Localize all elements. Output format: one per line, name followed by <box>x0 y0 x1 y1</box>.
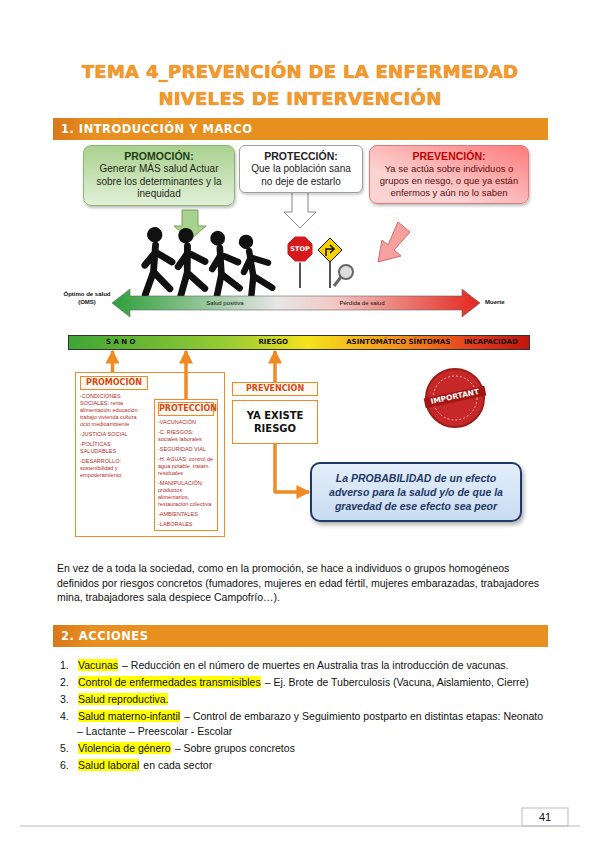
highlighted-term: Salud reproductiva. <box>78 693 168 705</box>
node-heading: 1. INTRODUCCIÓN Y MARCO <box>53 118 548 140</box>
node-text: -C. RIESGOS: sociales laborales <box>158 429 214 443</box>
node-text: RIESGO <box>258 338 288 347</box>
node-text: -DESARROLLO: sostenibilidad y empoderami… <box>80 458 148 479</box>
node-heading: S A N O <box>106 338 136 347</box>
node-heading: PROMOCIÓN: <box>89 150 229 163</box>
highlighted-term: Salud materno-infantil <box>78 710 180 722</box>
node-text: -VACUNACIÓN <box>158 419 214 426</box>
magnifier <box>334 265 353 286</box>
arrow-label: Pérdida de salud <box>320 299 404 307</box>
list-text: – Ej. Brote de Tuberculosis (Vacuna, Ais… <box>265 676 529 688</box>
node-text: INCAPACIDAD <box>464 338 518 347</box>
list-item: 2. Control de enfermedades transmisibles–… <box>60 675 548 690</box>
axis-label: Muerte <box>485 299 525 307</box>
axis-label: Óptimo de salud (OMS) <box>60 291 114 306</box>
arrow-label: Salud positiva <box>185 299 265 307</box>
node-heading: PREVENCIÓN: <box>375 150 523 163</box>
highlighted-term: Salud laboral <box>78 759 139 771</box>
list-item: 6. Salud laboral en cada sector <box>60 758 548 773</box>
page-number-box <box>522 808 568 826</box>
block-arrow <box>378 222 410 262</box>
node-text: ASINTOMÁTICO <box>346 338 406 347</box>
list-item: 3. Salud reproductiva. <box>60 692 548 707</box>
warning-sign <box>318 238 342 288</box>
highlighted-term: Violencia de género <box>78 742 171 754</box>
node-heading: PROTECCIÓN: <box>245 150 357 163</box>
list-number: 6. <box>60 758 74 773</box>
node-text: -MANIPULACIÓN: productos alimentarios, r… <box>158 480 214 508</box>
risk-definition-box: La PROBABILIDAD de un efecto adverso par… <box>310 462 522 522</box>
highlighted-term: Control de enfermedades transmisibles <box>78 676 261 688</box>
node-text: -LABORALES <box>158 521 214 528</box>
section-bar: 2. ACCIONES <box>53 625 548 647</box>
sign-text: STOP <box>287 245 313 253</box>
node-text: -AMBIENTALES <box>158 511 214 518</box>
node-heading: 2. ACCIONES <box>53 625 548 647</box>
node-text: -H. AGUAS: control de agua potable, trat… <box>158 456 214 477</box>
list-number: 2. <box>60 675 74 690</box>
list-item: 4.Salud materno-infantil– Control de emb… <box>60 709 548 739</box>
section-bar: 1. INTRODUCCIÓN Y MARCO <box>53 118 548 140</box>
flow-arrow <box>273 351 277 382</box>
promotion-panel: PROMOCIÓN -CONDICIONES SOCIALES: renta al… <box>75 372 225 537</box>
list-item: 1. Vacunas – Reducción en el número de mue… <box>60 658 548 673</box>
promotion-box: PROMOCIÓN:Generar MÁS salud Actuar sobre… <box>83 145 235 206</box>
flow-arrow <box>275 444 309 492</box>
list-text: – Sobre grupos concretos <box>175 742 295 754</box>
node-heading: PREVENCIÓN <box>232 382 318 396</box>
node-text: -SEGURIDAD VIAL <box>158 446 214 453</box>
prevention-panel: PREVENCIÓN YA EXISTE RIESGO <box>232 382 318 444</box>
paragraph: En vez de a toda la sociedad, como en la… <box>57 561 547 605</box>
node-text: Ya se actúa sobre individuos o grupos en… <box>375 163 523 199</box>
list-text: en cada sector <box>143 759 212 771</box>
highlighted-term: Vacunas <box>78 659 118 671</box>
health-stage-band: S A N O RIESGO ASINTOMÁTICOSÍNTOMAS INCAPAC… <box>68 335 530 350</box>
flow-arrow <box>184 351 188 399</box>
node-text: SÍNTOMAS <box>409 338 451 347</box>
node-heading: PROMOCIÓN <box>80 376 148 390</box>
walking-people <box>130 225 280 299</box>
list-number: 1. <box>60 658 74 673</box>
node-heading: PROTECCIÓN <box>158 402 214 416</box>
list-number: 3. <box>60 692 74 707</box>
page-number: 41 <box>522 810 568 824</box>
page-title: TEMA 4_PREVENCIÓN DE LA ENFERMEDAD NIVEL… <box>80 58 520 112</box>
protection-box: PROTECCIÓN:Que la población sana no deje… <box>239 145 363 193</box>
node-text: Que la población sana no deje de estarlo <box>245 163 357 188</box>
node-text: YA EXISTE RIESGO <box>232 400 318 444</box>
node-text: -CONDICIONES SOCIALES: renta alimentació… <box>80 393 148 428</box>
list-number: 5. <box>60 741 74 756</box>
list-item: 5. Violencia de género – Sobre grupos conc… <box>60 741 548 756</box>
list-number: 4. <box>60 709 74 724</box>
action-list: 1. Vacunas – Reducción en el número de mue… <box>60 658 548 775</box>
node-text: Generar MÁS salud Actuar sobre los deter… <box>89 163 229 201</box>
list-text: – Reducción en el número de muertes en A… <box>122 659 508 671</box>
footer-rule <box>20 826 580 827</box>
stop-sign <box>287 236 313 288</box>
node-text: -JUSTICIA SOCIAL <box>80 431 148 438</box>
node-text: -POLÍTICAS SALUDABLES <box>80 441 148 455</box>
block-arrow <box>284 192 316 228</box>
flow-arrow <box>111 351 115 372</box>
prevention-box: PREVENCIÓN:Ya se actúa sobre individuos … <box>369 145 529 204</box>
protection-panel: PROTECCIÓN -VACUNACIÓN -C. RIESGOS: social… <box>154 399 218 531</box>
health-continuum-arrow <box>112 289 480 317</box>
node-heading: La PROBABILIDAD de un efecto adverso par… <box>322 471 510 513</box>
